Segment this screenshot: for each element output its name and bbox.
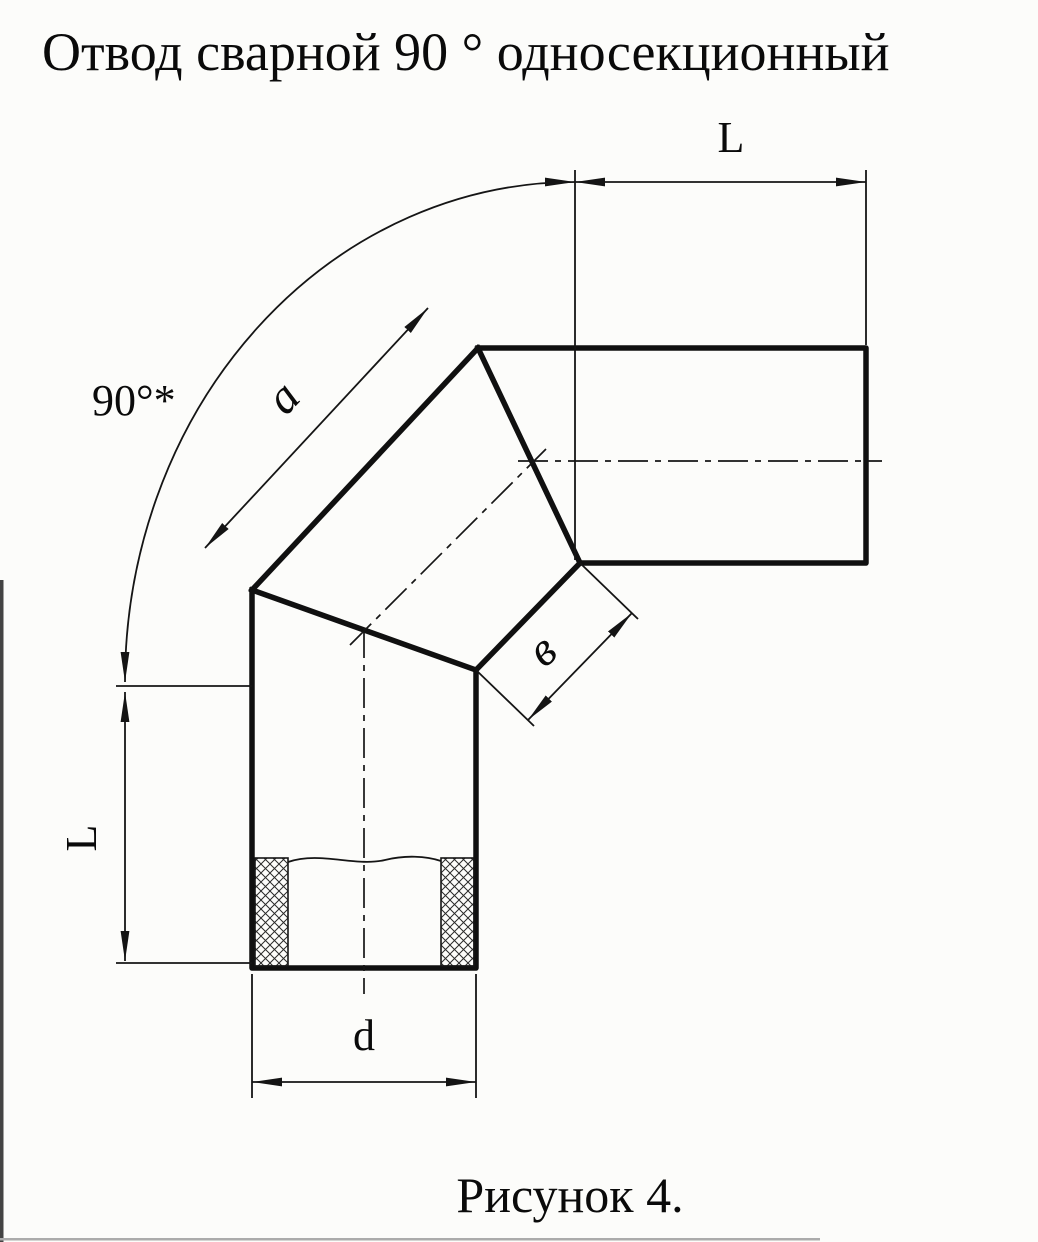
- figure-caption: Рисунок 4.: [456, 1167, 683, 1223]
- dim-label-d: d: [353, 1011, 375, 1060]
- dimension-top-L: L: [574, 113, 867, 560]
- sleeve-hatched-section: [254, 855, 475, 967]
- sleeve-band-right: [440, 857, 475, 967]
- horizontal-pipe-outline: [475, 345, 869, 566]
- dim-label-a: a: [255, 371, 310, 425]
- dimension-line-a: [204, 307, 429, 549]
- dimension-left-L: L: [57, 685, 252, 964]
- dim-label-top-L: L: [718, 113, 745, 162]
- gore-inner-edge: [472, 559, 584, 674]
- extension-line-upper: [579, 562, 639, 620]
- centerlines: [349, 448, 882, 994]
- dimension-d: d: [251, 974, 477, 1098]
- dim-label-left-L: L: [57, 825, 106, 852]
- dimension-a: a: [204, 307, 429, 549]
- horizontal-pipe-end-seam: [474, 344, 584, 567]
- scan-artifact-left-edge: [0, 580, 4, 1242]
- scan-artifact-bottom-edge: [0, 1238, 820, 1241]
- drawing-title: Отвод сварной 90 ° односекционный: [42, 22, 890, 82]
- centerline-diagonal: [349, 448, 547, 646]
- sleeve-band-left: [254, 857, 289, 967]
- dim-label-angle: 90°*: [92, 376, 176, 425]
- dim-label-v: в: [517, 623, 567, 677]
- sleeve-top-line: [287, 855, 442, 863]
- extension-line-lower: [475, 669, 535, 727]
- dimension-line-v: [527, 612, 633, 721]
- angle-arc: [120, 177, 576, 683]
- dimension-angle-90: 90°*: [92, 177, 576, 683]
